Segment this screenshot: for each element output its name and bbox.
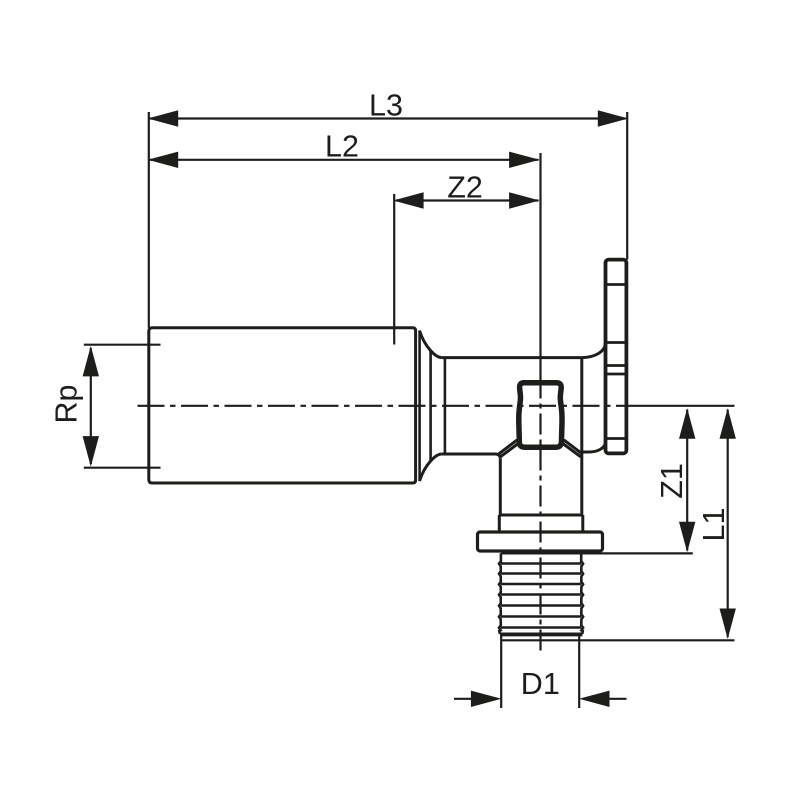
svg-text:Z1: Z1 <box>655 463 689 499</box>
svg-text:L3: L3 <box>369 89 403 123</box>
svg-text:L2: L2 <box>325 129 359 163</box>
svg-text:Z2: Z2 <box>447 171 483 205</box>
svg-text:Rp: Rp <box>49 385 83 424</box>
svg-text:D1: D1 <box>521 667 560 701</box>
svg-text:L1: L1 <box>697 508 731 542</box>
